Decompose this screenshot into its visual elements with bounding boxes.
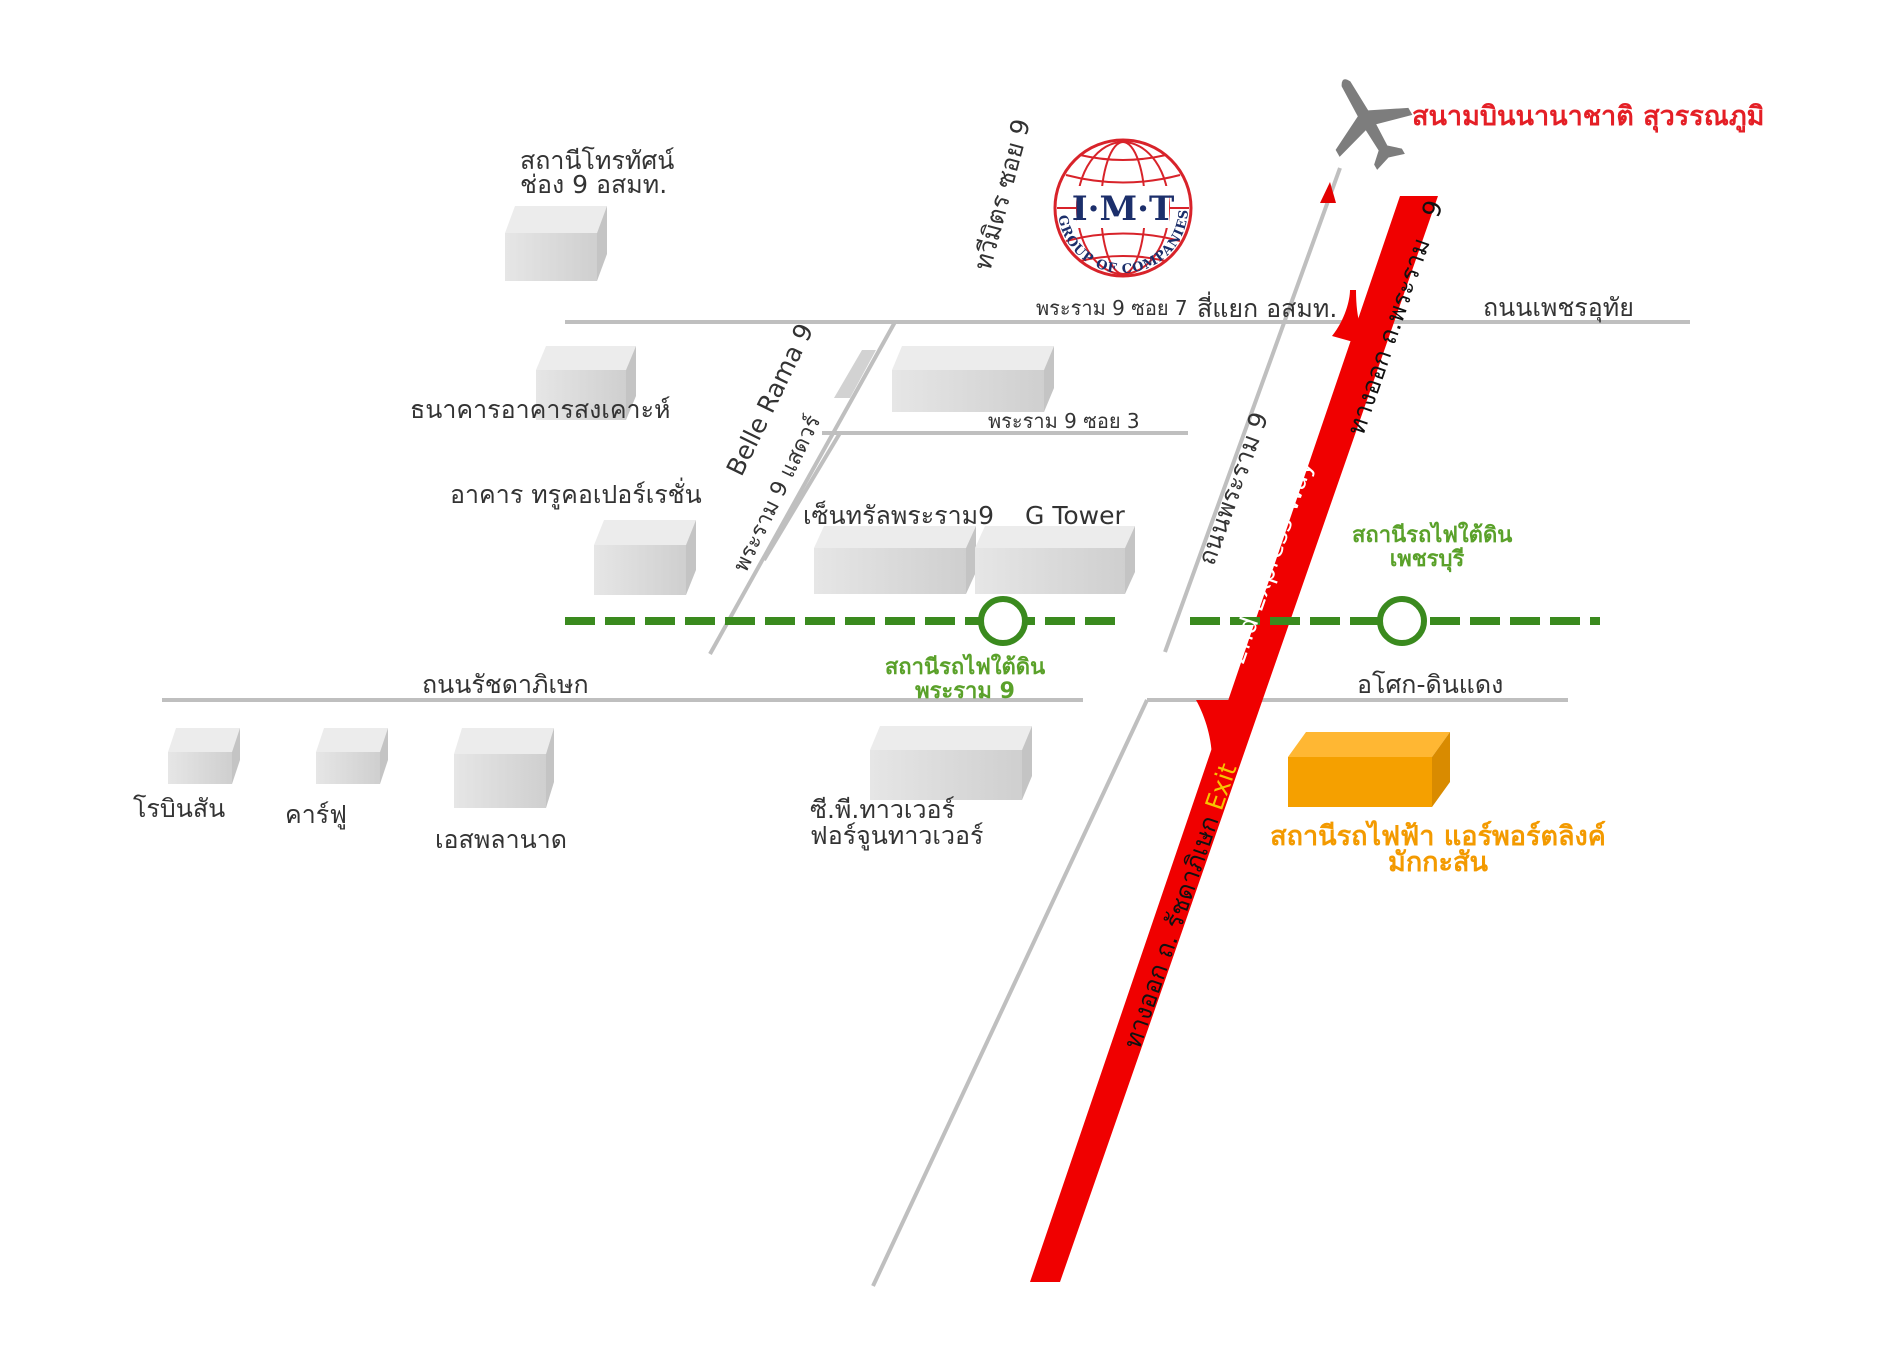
airport-label: สนามบินนานาชาติ สุวรรณภูมิ [1412, 101, 1765, 132]
label-tv-station: สถานีโทรทัศน์ ช่อง 9 อสมท. [520, 146, 674, 200]
airplane-icon [1335, 79, 1413, 170]
label-tv-station-line1: สถานีโทรทัศน์ [520, 146, 675, 175]
label-airport-link-line1: สถานีรถไฟฟ้า แอร์พอร์ตลิงค์ [1270, 821, 1606, 852]
road-label-intersection: สี่แยก อสมท. [1197, 294, 1338, 323]
expressway-exit-rama9-num: 9 [1416, 196, 1449, 221]
expressway [1030, 196, 1438, 1282]
building-cp-tower [870, 726, 1032, 800]
building-g-tower [975, 526, 1135, 594]
exit-ramp-ratchada [1196, 700, 1232, 760]
label-bank: ธนาคารอาคารสงเคาะห์ [410, 395, 671, 424]
road-rama9-south [871, 699, 1149, 1287]
svg-text:I·M·T: I·M·T [1072, 189, 1175, 229]
label-station-rama9-line1: สถานีรถไฟใต้ดิน [884, 655, 1046, 680]
label-esplanade: เอสพลานาด [435, 825, 568, 854]
road-label-phetchaburi: ถนนเพชรอุทัย [1483, 293, 1634, 322]
building-central [814, 526, 976, 594]
road-label-soi3: พระราม 9 ซอย 3 [988, 409, 1140, 433]
station-rama9-icon [978, 596, 1028, 646]
buildings [168, 206, 1450, 808]
northbound-arrow [1320, 182, 1336, 203]
building-robinson [168, 728, 240, 784]
label-cp-tower-line1: ซี.พี.ทาวเวอร์ [810, 795, 955, 824]
building-rama9-block [892, 346, 1054, 412]
road-soi3-branch [762, 431, 842, 562]
imt-globe-logo: I·M·T GROUP OF COMPANIES [1053, 138, 1193, 278]
road-label-asok-dindaeng: อโศก-ดินแดง [1357, 670, 1504, 699]
label-airport-link: สถานีรถไฟฟ้า แอร์พอร์ตลิงค์ มักกะสัน [1253, 821, 1623, 880]
road-rama9-main [1163, 167, 1342, 653]
label-station-phetchaburi: สถานีรถไฟใต้ดิน เพชรบุรี [1352, 523, 1513, 574]
exit-ramp-rama9 [1332, 290, 1375, 348]
road-label-soi7: พระราม 9 ซอย 7 [1036, 296, 1188, 320]
label-central: เซ็นทรัลพระราม9 [803, 501, 995, 530]
building-tv-station [505, 206, 607, 281]
road-label-ratchada: ถนนรัชดาภิเษก [422, 670, 589, 699]
label-g-tower: G Tower [1025, 501, 1125, 530]
label-true-tower: อาคาร ทรูคอเปอร์เรชั่น [450, 480, 702, 509]
label-robinson: โรบินสัน [133, 794, 226, 823]
label-station-phetchaburi-line1: สถานีรถไฟใต้ดิน [1352, 523, 1513, 548]
building-carrefour [316, 728, 388, 784]
road-network [162, 167, 1690, 1287]
building-airport-link [1288, 732, 1450, 807]
label-tv-station-line2: ช่อง 9 อสมท. [520, 170, 668, 199]
label-station-rama9: สถานีรถไฟใต้ดิน พระราม 9 [880, 655, 1050, 706]
label-cp-tower-line2: ฟอร์จูนทาวเวอร์ [810, 821, 984, 850]
mrt-station-icon [978, 596, 1427, 646]
road-rama9-saengcharoen [708, 321, 897, 655]
label-station-rama9-line2: พระราม 9 [915, 679, 1015, 705]
label-cp-tower: ซี.พี.ทาวเวอร์ ฟอร์จูนทาวเวอร์ [810, 795, 983, 851]
label-carrefour: คาร์ฟู [285, 800, 347, 829]
label-airport-link-line2: มักกะสัน [1388, 847, 1488, 879]
building-true-tower [594, 520, 696, 595]
building-corner-slab [834, 350, 876, 398]
building-esplanade [454, 728, 554, 808]
building-bank [536, 346, 636, 420]
station-phetchaburi-icon [1377, 596, 1427, 646]
label-station-phetchaburi-line2: เพชรบุรี [1389, 547, 1465, 573]
